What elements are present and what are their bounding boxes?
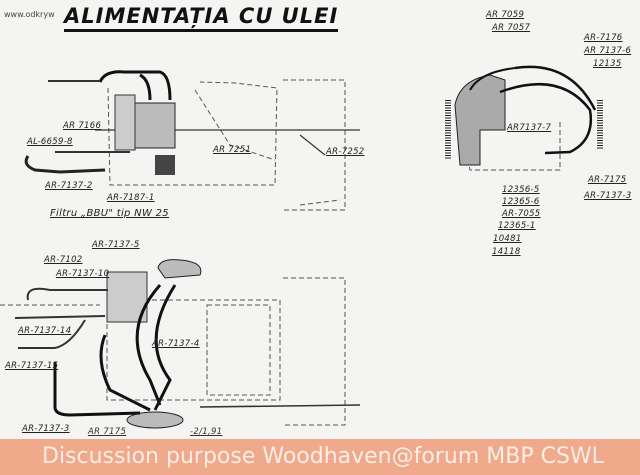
- part-label: AR-7137-5: [92, 240, 140, 250]
- top-left-assembly: [24, 70, 176, 175]
- source-watermark: www.odkryw: [4, 10, 55, 19]
- right-radial-engine: [445, 65, 603, 166]
- part-label: 12365-1: [498, 221, 536, 231]
- part-label: AR-7137-3: [22, 424, 70, 434]
- part-label: AR-7137-10: [56, 269, 110, 279]
- part-label: 14118: [492, 247, 521, 257]
- diagram-title: ALIMENTAȚIA CU ULEI: [64, 4, 339, 32]
- part-label: AR 7059: [486, 10, 525, 20]
- part-label: 10481: [493, 234, 522, 244]
- part-label: AR-7176: [584, 33, 623, 43]
- part-label: AR-7175: [588, 175, 627, 185]
- part-label: AR-7137-14: [18, 326, 72, 336]
- part-label: AR-7137-15: [5, 361, 59, 371]
- part-label: AR 7137-6: [584, 46, 632, 56]
- part-label: AR-7187-1: [107, 193, 155, 203]
- part-label: -2/1,91: [190, 427, 223, 437]
- part-label: AR-7137-2: [45, 181, 93, 191]
- part-label: 12356-5: [502, 185, 540, 195]
- part-label: 12135: [593, 59, 622, 69]
- part-label: AR-7137-4: [152, 339, 200, 349]
- part-label: AR 7166: [63, 121, 102, 131]
- part-label: AR-7137-3: [584, 191, 632, 201]
- part-label: AR7137-7: [507, 123, 552, 133]
- watermark-text: Discussion purpose Woodhaven@forum MBP C…: [42, 444, 604, 469]
- part-label: AL-6659-8: [27, 137, 73, 147]
- watermark-banner: Discussion purpose Woodhaven@forum MBP C…: [0, 439, 640, 475]
- part-label: AR-7102: [44, 255, 83, 265]
- bottom-left-assembly: [14, 259, 361, 429]
- part-label: AR 7057: [492, 23, 531, 33]
- part-label: AR-7252: [326, 147, 365, 157]
- part-label: AR 7175: [88, 427, 127, 437]
- filter-label: Filtru „BBU" tip NW 25: [50, 208, 169, 219]
- airframe-outlines: [0, 79, 561, 426]
- part-label: AR 7251: [213, 145, 252, 155]
- part-label: AR-7055: [502, 209, 541, 219]
- part-label: 12365-6: [502, 197, 540, 207]
